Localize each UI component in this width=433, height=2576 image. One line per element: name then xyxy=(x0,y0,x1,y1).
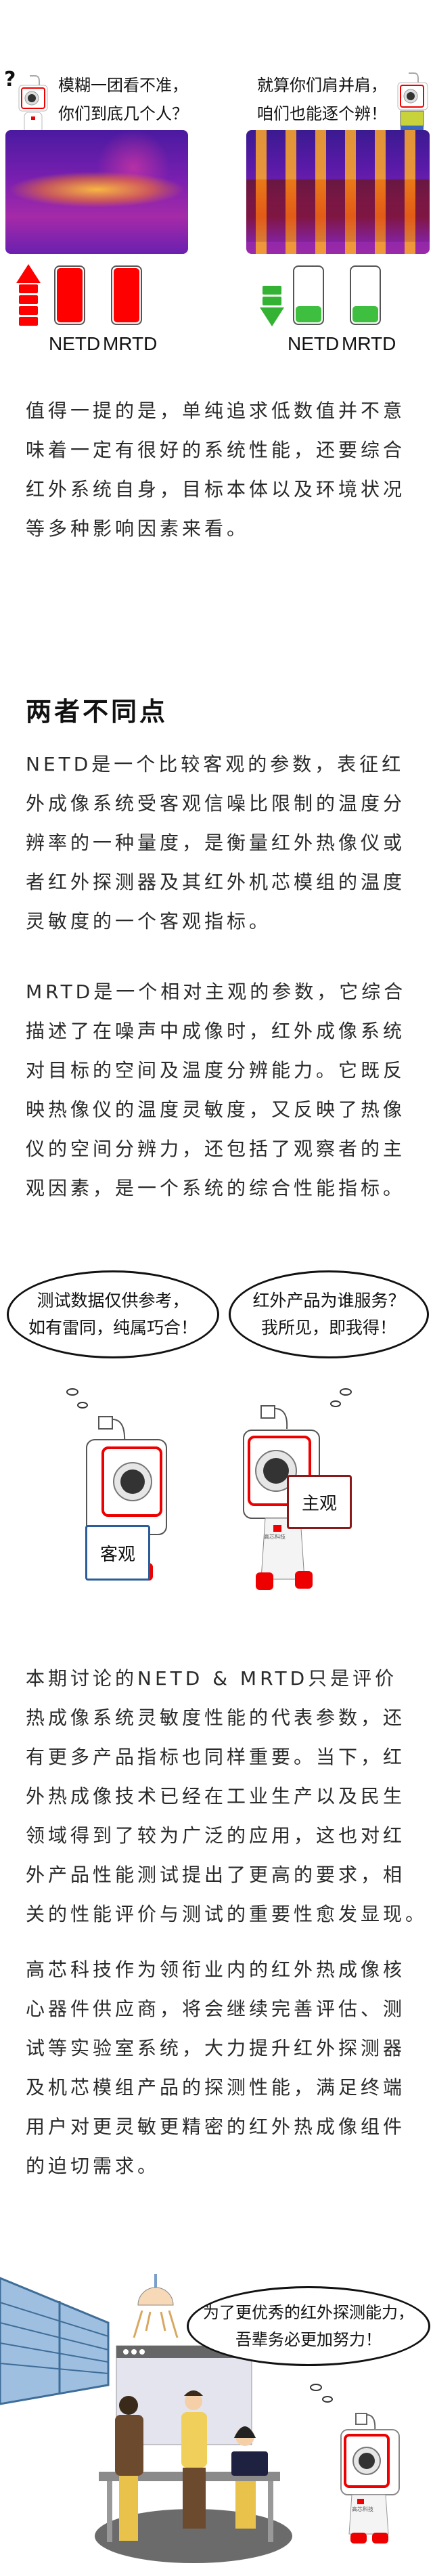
sharp-thermal-image xyxy=(246,130,430,254)
arrow-up-icon xyxy=(16,264,41,326)
text-line: 红外系统自身，目标本体以及环境状况 xyxy=(26,478,406,500)
text-line: 用户对更灵敏更精密的红外热成像组件 xyxy=(26,2116,406,2138)
mrtd-label: MRTD xyxy=(342,333,396,354)
netd-label: NETD xyxy=(288,333,340,354)
bubble-line: 我所见，即我得！ xyxy=(260,1318,396,1337)
mrtd-level-bar xyxy=(350,265,381,325)
text-line: 仪的空间分辨力，还包括了观察者的主 xyxy=(26,1138,406,1160)
text-line: MRTD是一个相对主观的参数，它综合 xyxy=(26,981,407,1003)
paragraph-netd: NETD是一个比较客观的参数，表征红 外成像系统受客观信噪比限制的温度分 辨率的… xyxy=(26,745,425,941)
question-mark-icon: ? xyxy=(4,68,16,91)
comic-objective-subjective: 测试数据仅供参考， 如有雷同，纯属巧合！ 红外产品为谁服务？ 我所见，即我得！ … xyxy=(0,1260,433,1598)
text-line: 关的性能评价与测试的重要性愈发显现。 xyxy=(26,1903,428,1925)
mrtd-label: MRTD xyxy=(103,333,158,354)
paragraph-mrtd: MRTD是一个相对主观的参数，它综合 描述了在噪声中成像时，红外成像系统 对目标… xyxy=(26,972,425,1208)
bubble-line: 为了更优秀的红外探测能力， xyxy=(203,2303,414,2322)
caption-line: 咱们也能逐个辨！ xyxy=(257,104,387,123)
text-line: 试等实验室系统，大力提升红外探测器 xyxy=(26,2037,406,2059)
paragraph-note: 值得一提的是，单纯追求低数值并不意 味着一定有很好的系统性能，还要综合 红外系统… xyxy=(26,391,425,549)
text-line: 观因素，是一个系统的综合性能指标。 xyxy=(26,1177,406,1199)
bubble-line: 如有雷同，纯属巧合！ xyxy=(28,1318,198,1337)
text-line: 及机芯模组产品的探测性能，满足终端 xyxy=(26,2076,406,2099)
text-line: 心器件供应商，将会继续完善评估、测 xyxy=(26,1998,406,2020)
text-line: 外热成像技术已经在工业生产以及民生 xyxy=(26,1785,406,1807)
left-caption: 模糊一团看不准， 你们到底几个人？ xyxy=(58,71,188,128)
mascot-icon xyxy=(340,2413,400,2543)
text-line: 对目标的空间及温度分辨能力。它既反 xyxy=(26,1059,406,1081)
text-line: 高芯科技作为领衔业内的红外热成像核 xyxy=(26,1958,406,1981)
paragraph-summary: 本期讨论的NETD & MRTD只是评价 热成像系统灵敏度性能的代表参数，还 有… xyxy=(26,1659,425,1934)
thought-dot xyxy=(66,1388,78,1396)
text-line: 本期讨论的NETD & MRTD只是评价 xyxy=(26,1667,398,1690)
thought-dot xyxy=(310,2384,322,2391)
paragraph-company: 高芯科技作为领衔业内的红外热成像核 心器件供应商，将会继续完善评估、测 试等实验… xyxy=(26,1950,425,2186)
text-line: 的迫切需求。 xyxy=(26,2155,160,2177)
thought-dot xyxy=(322,2396,333,2403)
text-line: 灵敏度的一个客观指标。 xyxy=(26,910,272,932)
caption-line: 模糊一团看不准， xyxy=(58,76,188,95)
right-speech-bubble: 红外产品为谁服务？ 我所见，即我得！ xyxy=(229,1270,429,1358)
comparison-panel: ? 模糊一团看不准， 你们到底几个人？ 就算你们肩并肩， 咱们也能逐个辨！ NE… xyxy=(0,0,433,379)
text-line: 领域得到了较为广泛的应用，这也对红 xyxy=(26,1824,406,1847)
text-line: 外成像系统受客观信噪比限制的温度分 xyxy=(26,792,406,815)
text-line: 者红外探测器及其红外机芯模组的温度 xyxy=(26,871,406,893)
comic-office-scene: 为了更优秀的红外探测能力， 吾辈务必更加努力！ 高芯科技 xyxy=(0,2221,433,2576)
netd-level-bar xyxy=(293,265,324,325)
office-illustration xyxy=(0,2274,292,2563)
left-speech-bubble: 测试数据仅供参考， 如有雷同，纯属巧合！ xyxy=(7,1270,219,1358)
text-line: 值得一提的是，单纯追求低数值并不意 xyxy=(26,400,406,422)
thought-dot xyxy=(77,1402,88,1409)
netd-level-bar xyxy=(54,265,85,325)
arrow-down-icon xyxy=(260,286,284,326)
text-line: 辨率的一种量度，是衡量红外热像仪或 xyxy=(26,832,406,854)
section-heading: 两者不同点 xyxy=(26,697,168,727)
text-line: 外产品性能测试提出了更高的要求，相 xyxy=(26,1864,406,1886)
speech-bubble: 为了更优秀的红外探测能力， 吾辈务必更加努力！ xyxy=(187,2286,430,2366)
caption-line: 你们到底几个人？ xyxy=(58,104,188,123)
bubble-line: 红外产品为谁服务？ xyxy=(252,1291,405,1310)
text-line: 有更多产品指标也同样重要。当下，红 xyxy=(26,1746,406,1768)
mascot-logo-text: 高芯科技 xyxy=(352,2506,373,2512)
thought-dot xyxy=(330,1400,341,1407)
text-line: NETD是一个比较客观的参数，表征红 xyxy=(26,753,405,775)
mascot-logo-text: 高芯科技 xyxy=(264,1534,286,1540)
objective-sign: 客观 xyxy=(85,1525,150,1581)
bubble-line: 吾辈务必更加努力！ xyxy=(235,2330,382,2349)
mrtd-level-bar xyxy=(111,265,142,325)
text-line: 映热像仪的温度灵敏度，又反映了热像 xyxy=(26,1098,406,1121)
text-line: 描述了在噪声中成像时，红外成像系统 xyxy=(26,1020,406,1042)
thought-dot xyxy=(340,1388,352,1396)
text-line: 味着一定有很好的系统性能，还要综合 xyxy=(26,439,406,461)
text-line: 热成像系统灵敏度性能的代表参数，还 xyxy=(26,1706,406,1729)
subjective-sign: 主观 xyxy=(287,1475,352,1529)
bubble-line: 测试数据仅供参考， xyxy=(37,1291,189,1310)
netd-label: NETD xyxy=(49,333,101,354)
caption-line: 就算你们肩并肩， xyxy=(257,76,387,95)
blurry-thermal-image xyxy=(5,130,188,254)
right-caption: 就算你们肩并肩， 咱们也能逐个辨！ xyxy=(257,71,387,128)
text-line: 等多种影响因素来看。 xyxy=(26,517,250,540)
